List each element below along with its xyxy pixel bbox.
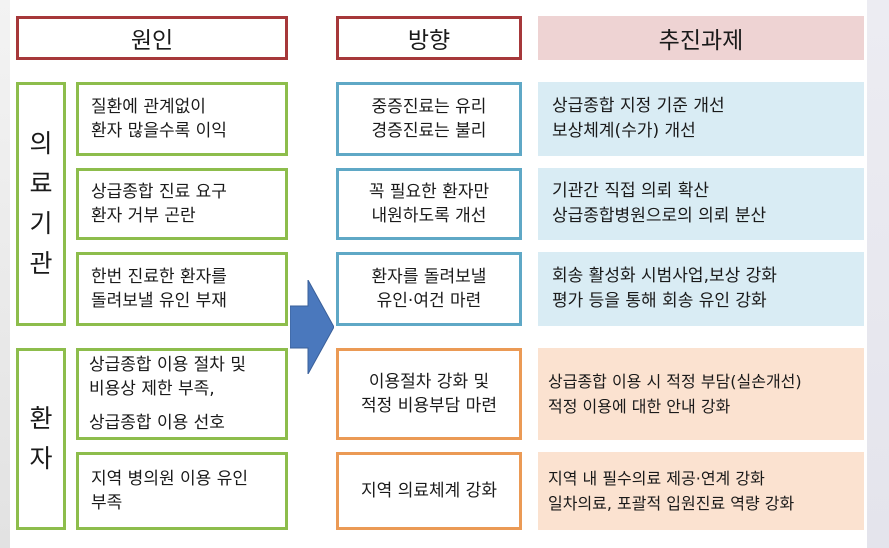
right-arrow-icon <box>290 280 334 374</box>
task-text-line: 회송 활성화 시범사업,보상 강화 <box>552 266 777 286</box>
task-text-line: 상급종합 이용 시 적정 부담(실손개선) <box>548 372 802 391</box>
direction-text-line: 내원하도록 개선 <box>371 206 487 226</box>
direction-text-line: 이용절차 강화 및 <box>368 372 490 392</box>
header-task: 추진과제 <box>538 16 864 60</box>
direction-text-line: 중증진료는 유리 <box>371 97 487 117</box>
right-edge-decoration <box>867 0 889 548</box>
cause-text-line: 질환에 관계없이 <box>91 97 206 117</box>
task-text-line: 상급종합병원으로의 의뢰 분산 <box>552 206 767 226</box>
cause-text-line: 비용상 제한 부족, <box>89 379 215 399</box>
cause-text-line: 환자 거부 곤란 <box>91 206 196 226</box>
task-text-line: 평가 등을 통해 회송 유인 강화 <box>552 291 767 311</box>
group-patient-label: 환자 <box>29 404 53 473</box>
task-text-line: 지역 내 필수의료 제공·연계 강화 <box>548 469 765 488</box>
direction-text-line: 지역 의료체계 강화 <box>361 481 497 501</box>
cause-text-line: 돌려보낼 유인 부재 <box>91 291 227 311</box>
cause-text-line: 상급종합 이용 선호 <box>89 413 225 433</box>
cause-text-line: 부족 <box>91 493 123 513</box>
direction-text-line: 경증진료는 불리 <box>371 121 487 141</box>
header-cause: 원인 <box>16 16 288 60</box>
cause-text-line: 지역 병의원 이용 유인 <box>91 469 248 489</box>
task-text-line: 기관간 직접 의뢰 확산 <box>552 181 709 201</box>
header-direction: 방향 <box>336 16 522 60</box>
direction-box: 지역 의료체계 강화 <box>336 452 522 530</box>
task-text-line: 보상체계(수가) 개선 <box>552 121 696 141</box>
cause-text-line: 환자 많을수록 이익 <box>91 121 227 141</box>
cause-text-line: 한번 진료한 환자를 <box>91 267 227 287</box>
direction-text-line: 꼭 필요한 환자만 <box>368 182 490 202</box>
group-medical-label: 의료기관 <box>29 129 53 278</box>
left-edge-decoration <box>0 0 10 548</box>
task-text-line: 일차의료, 포괄적 입원진료 역량 강화 <box>548 494 795 513</box>
cause-text-line: 상급종합 이용 절차 및 <box>89 355 246 375</box>
group-medical: 의료기관 <box>16 82 66 326</box>
cause-text-line: 상급종합 진료 요구 <box>91 182 227 202</box>
direction-text-line: 유인·여건 마련 <box>376 291 482 311</box>
group-patient: 환자 <box>16 348 66 530</box>
task-text-line: 적정 이용에 대한 안내 강화 <box>548 397 731 416</box>
task-text-line: 상급종합 지정 기준 개선 <box>552 96 725 116</box>
direction-text-line: 환자를 돌려보낼 <box>371 267 487 287</box>
task-box: 상급종합 이용 시 적정 부담(실손개선) 적정 이용에 대한 안내 강화 <box>538 348 864 440</box>
direction-text-line: 적정 비용부담 마련 <box>361 396 497 416</box>
